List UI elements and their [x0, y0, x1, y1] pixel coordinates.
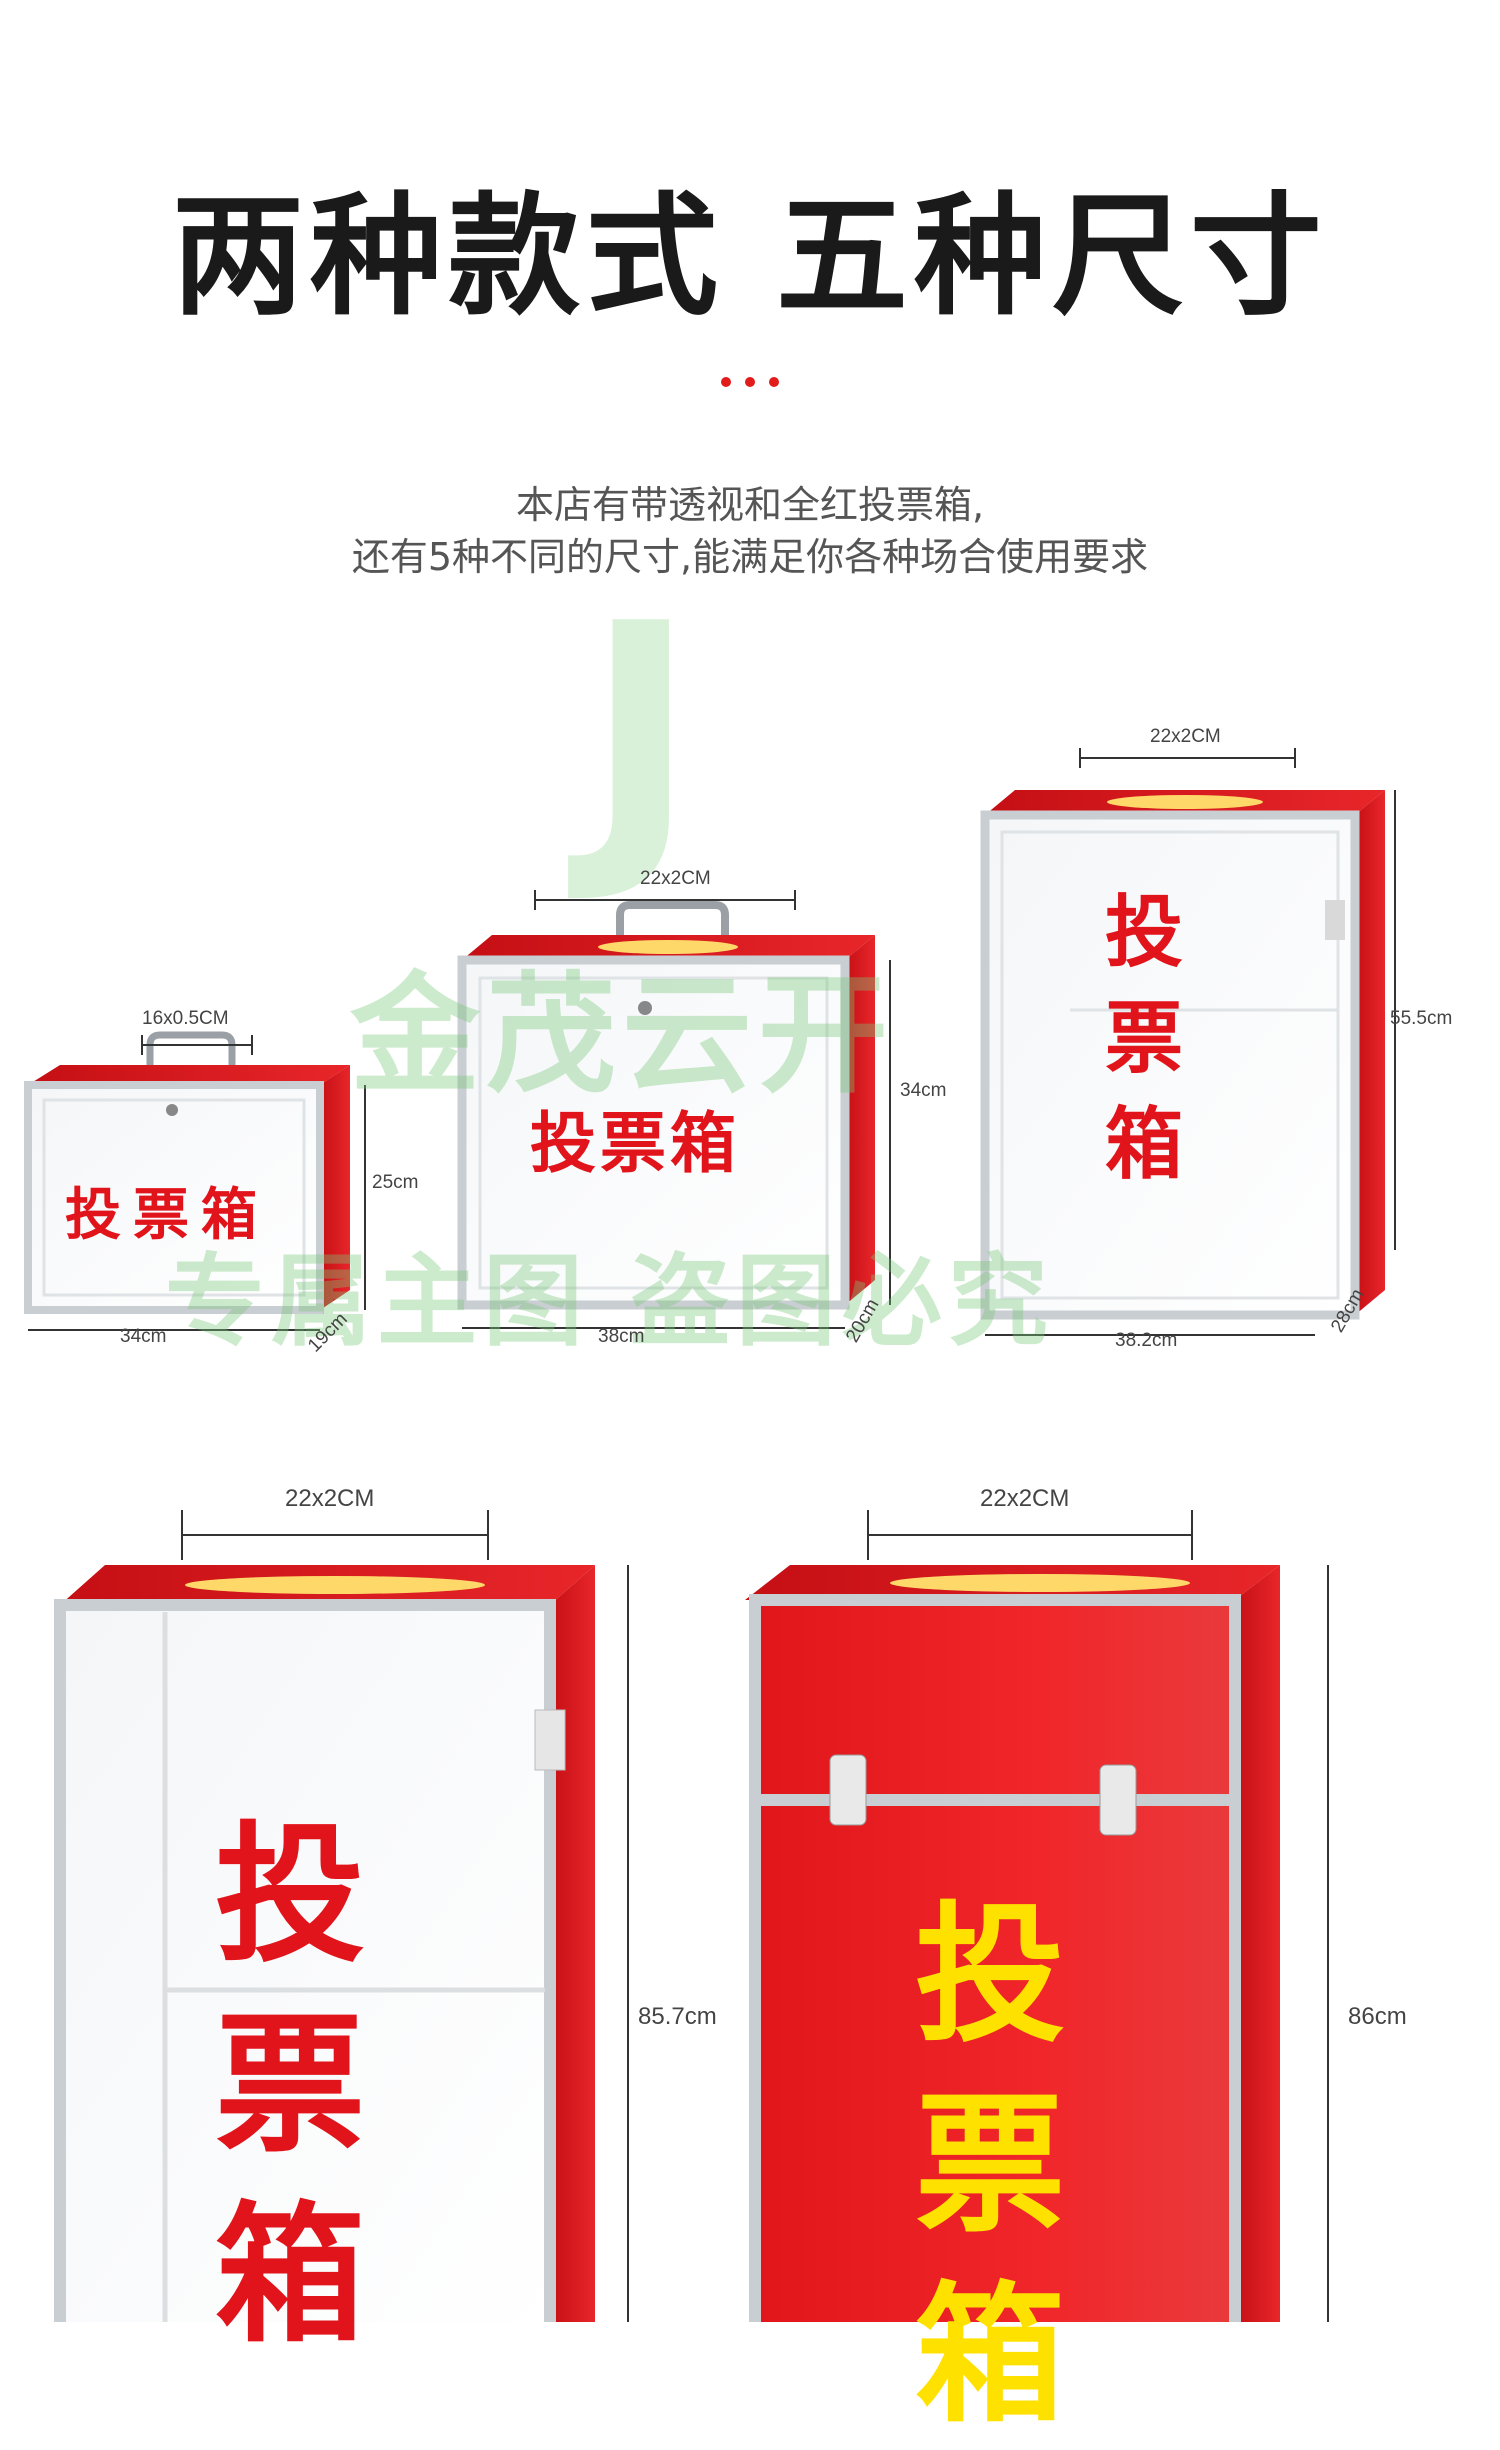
- box-5-height-dim: 86cm: [1348, 2003, 1407, 2030]
- box-1-height-dim: 25cm: [372, 1172, 419, 1193]
- watermark-line-2: 专属主图 盗图必究: [165, 1243, 1054, 1360]
- product-illustration: [24, 748, 1396, 2322]
- box-3-width-dim: 38.2cm: [1115, 1330, 1178, 1351]
- box-small-1: [24, 1031, 350, 1314]
- box-4-label: 投票箱: [215, 1807, 366, 2363]
- watermark-line-1: 金茂云开: [350, 959, 895, 1111]
- box-2-slot-dim: 22x2CM: [640, 868, 711, 889]
- box-large-5: [745, 1565, 1280, 2322]
- box-3-height-dim: 55.5cm: [1390, 1008, 1453, 1029]
- box-tall-3: [980, 790, 1385, 1320]
- dimension-lines: [28, 748, 1396, 2322]
- box-1-label: 投票箱: [65, 1182, 269, 1248]
- box-5-label: 投票箱: [915, 1887, 1066, 2443]
- intro-line-2: 还有5种不同的尺寸,能满足你各种场合使用要求: [351, 535, 1149, 579]
- box-medium-2: [457, 901, 875, 1310]
- box-4-slot-dim: 22x2CM: [285, 1485, 375, 1512]
- box-5-slot-dim: 22x2CM: [980, 1485, 1070, 1512]
- page-title: 两种款式 五种尺寸: [172, 180, 1328, 334]
- box-2-label: 投票箱: [530, 1104, 740, 1182]
- box-1-width-dim: 34cm: [120, 1326, 167, 1347]
- decorative-dots: [0, 372, 1500, 391]
- watermark-logo: J: [585, 560, 703, 909]
- box-4-height-dim: 85.7cm: [638, 2003, 717, 2030]
- box-1-slot-dim: 16x0.5CM: [142, 1008, 229, 1029]
- box-2-height-dim: 34cm: [900, 1080, 947, 1101]
- box-3-slot-dim: 22x2CM: [1150, 726, 1221, 747]
- box-3-label: 投票箱: [1105, 887, 1184, 1190]
- box-2-width-dim: 38cm: [598, 1326, 645, 1347]
- intro-line-1: 本店有带透视和全红投票箱,: [515, 483, 985, 527]
- box-large-4: [54, 1565, 595, 2322]
